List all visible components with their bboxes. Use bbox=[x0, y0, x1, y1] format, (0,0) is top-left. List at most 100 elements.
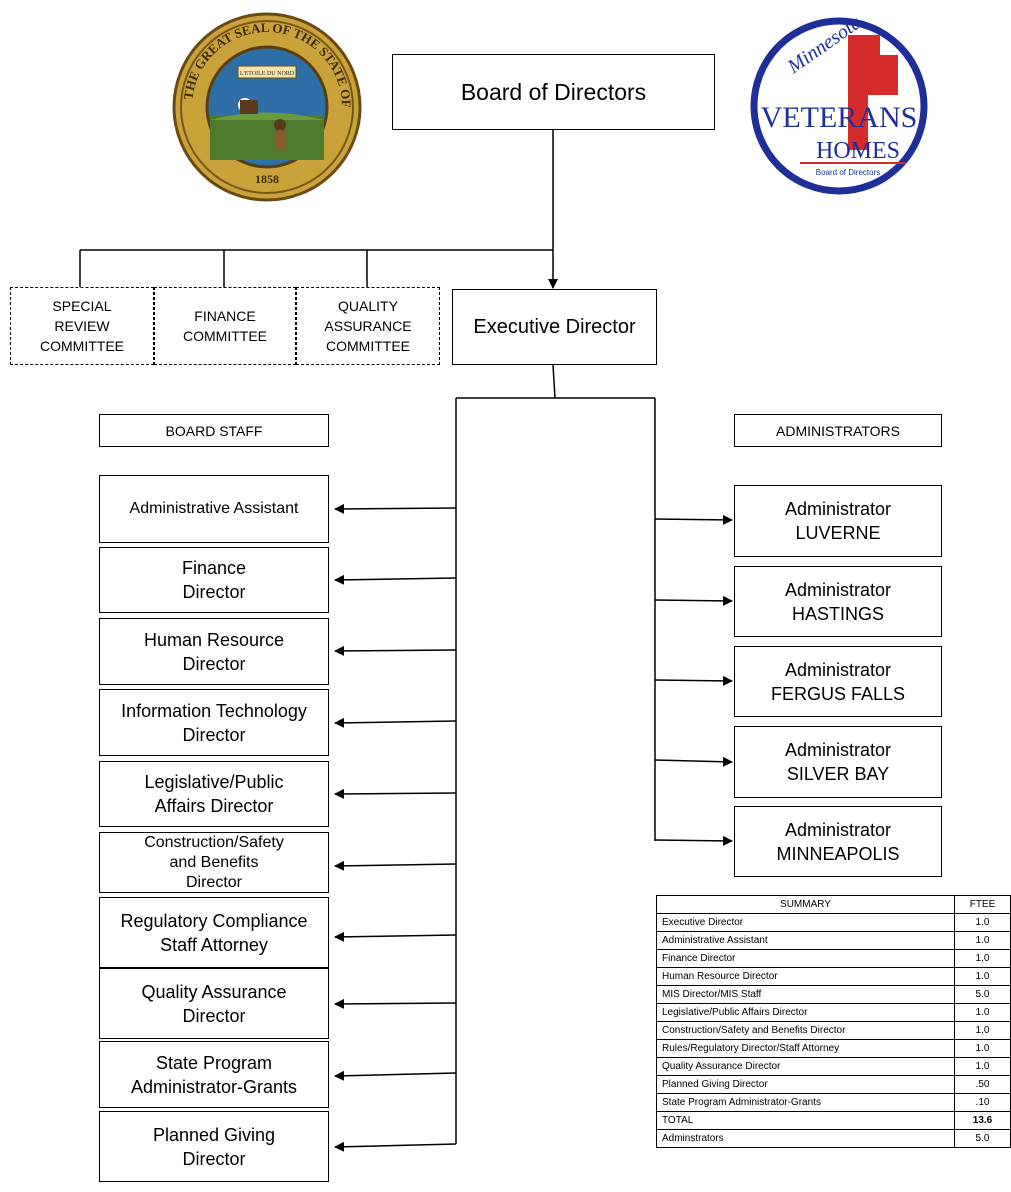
admin-box-luverne: Administrator LUVERNE bbox=[734, 485, 942, 557]
administrators-header-label: ADMINISTRATORS bbox=[776, 422, 900, 439]
committee-quality-assurance: QUALITY ASSURANCE COMMITTEE bbox=[296, 287, 440, 365]
minnesota-state-seal-icon: THE GREAT SEAL OF THE STATE OF MINNESOTA… bbox=[170, 10, 362, 202]
svg-text:Board of Directors: Board of Directors bbox=[816, 168, 880, 177]
admin-label: Administrator bbox=[784, 499, 892, 519]
admin-label: LUVERNE bbox=[795, 523, 881, 543]
table-row: State Program Administrator-Grants.10 bbox=[656, 1093, 1011, 1112]
summary-row-value: 1.0 bbox=[954, 913, 1011, 932]
admin-label: Administrator bbox=[784, 659, 892, 680]
summary-row-name: Finance Director bbox=[656, 949, 955, 968]
admin-label: SILVER BAY bbox=[786, 764, 890, 784]
committee-label: SPECIAL bbox=[52, 298, 112, 314]
summary-header-row: SUMMARY FTEE bbox=[656, 895, 1011, 914]
committee-label: REVIEW bbox=[54, 318, 110, 334]
summary-row-value: 1.0 bbox=[954, 967, 1011, 986]
staff-box-human-resource-director: Human Resource Director bbox=[99, 618, 329, 685]
summary-row-value: 1.0 bbox=[954, 1021, 1011, 1040]
staff-label: and Benefits bbox=[169, 853, 259, 871]
staff-label: Affairs Director bbox=[154, 796, 274, 816]
summary-row-value: 1.0 bbox=[954, 931, 1011, 950]
admin-label: Administrator bbox=[784, 740, 892, 760]
administrators-header: ADMINISTRATORS bbox=[734, 414, 942, 447]
admin-box-minneapolis: Administrator MINNEAPOLIS bbox=[734, 806, 942, 877]
committee-finance: FINANCE COMMITTEE bbox=[154, 287, 296, 365]
staff-label: Director bbox=[182, 724, 246, 745]
summary-row-name: State Program Administrator-Grants bbox=[656, 1093, 955, 1112]
admin-label: FERGUS FALLS bbox=[770, 683, 906, 704]
committee-label: FINANCE bbox=[194, 308, 256, 324]
summary-row-name: Administrative Assistant bbox=[656, 931, 955, 950]
staff-label: Legislative/Public bbox=[144, 772, 284, 792]
svg-text:L'ETOILE DU NORD: L'ETOILE DU NORD bbox=[240, 71, 295, 77]
staff-label: Quality Assurance bbox=[141, 981, 287, 1002]
staff-label: Administrator-Grants bbox=[130, 1076, 298, 1097]
committee-label: COMMITTEE bbox=[40, 338, 124, 354]
staff-label: Director bbox=[182, 653, 246, 674]
summary-row-name: MIS Director/MIS Staff bbox=[656, 985, 955, 1004]
admin-box-fergus-falls: Administrator FERGUS FALLS bbox=[734, 646, 942, 717]
board-of-directors-label: Board of Directors bbox=[460, 78, 647, 105]
summary-total-name: TOTAL bbox=[656, 1111, 955, 1130]
admin-label: HASTINGS bbox=[791, 603, 884, 624]
committee-label: QUALITY bbox=[338, 298, 398, 314]
committee-label: COMMITTEE bbox=[326, 338, 410, 354]
summary-total-value: 13.6 bbox=[954, 1111, 1011, 1130]
summary-header-name: SUMMARY bbox=[656, 895, 955, 914]
staff-label: Director bbox=[182, 582, 246, 602]
svg-text:VETERANS: VETERANS bbox=[761, 101, 918, 134]
summary-row-name: Quality Assurance Director bbox=[656, 1057, 955, 1076]
staff-label: Human Resource bbox=[143, 629, 285, 650]
summary-admin-value: 5.0 bbox=[954, 1129, 1011, 1148]
staff-box-regulatory-compliance: Regulatory Compliance Staff Attorney bbox=[99, 897, 329, 968]
staff-label: Director bbox=[182, 1005, 246, 1026]
executive-director-box: Executive Director bbox=[452, 289, 657, 365]
staff-label: Director bbox=[185, 873, 242, 891]
staff-label: Director bbox=[182, 1148, 246, 1169]
staff-label: State Program bbox=[155, 1052, 273, 1073]
staff-label: Finance bbox=[181, 558, 247, 578]
summary-row-value: 1.0 bbox=[954, 1039, 1011, 1058]
staff-box-information-technology-director: Information Technology Director bbox=[99, 689, 329, 756]
staff-box-administrative-assistant: Administrative Assistant bbox=[99, 475, 329, 543]
veterans-homes-logo-icon: Minnesota VETERANS HOMES Board of Direct… bbox=[750, 15, 928, 195]
committee-label: ASSURANCE bbox=[324, 318, 412, 334]
staff-label: Staff Attorney bbox=[160, 934, 268, 955]
svg-text:HOMES: HOMES bbox=[816, 138, 900, 164]
admin-label: Administrator bbox=[784, 579, 892, 600]
staff-box-planned-giving-director: Planned Giving Director bbox=[99, 1111, 329, 1182]
summary-row-value: 1.0 bbox=[954, 1057, 1011, 1076]
summary-row-value: 5.0 bbox=[954, 985, 1011, 1004]
staff-box-finance-director: Finance Director bbox=[99, 547, 329, 613]
board-of-directors-box: Board of Directors bbox=[392, 54, 715, 130]
summary-row-name: Planned Giving Director bbox=[656, 1075, 955, 1094]
summary-row-name: Construction/Safety and Benefits Directo… bbox=[656, 1021, 955, 1040]
summary-row-name: Rules/Regulatory Director/Staff Attorney bbox=[656, 1039, 955, 1058]
executive-director-label: Executive Director bbox=[473, 315, 636, 338]
staff-box-construction-safety-director: Construction/Safety and Benefits Directo… bbox=[99, 832, 329, 893]
staff-box-legislative-public-affairs-director: Legislative/Public Affairs Director bbox=[99, 761, 329, 827]
admin-box-silver-bay: Administrator SILVER BAY bbox=[734, 726, 942, 798]
committee-label: COMMITTEE bbox=[183, 328, 267, 344]
summary-row-name: Executive Director bbox=[656, 913, 955, 932]
staff-box-state-program-administrator: State Program Administrator-Grants bbox=[99, 1041, 329, 1108]
svg-text:1858: 1858 bbox=[255, 172, 279, 186]
summary-row-value: .10 bbox=[954, 1093, 1011, 1112]
admin-box-hastings: Administrator HASTINGS bbox=[734, 566, 942, 637]
table-row: Planned Giving Director.50 bbox=[656, 1075, 1011, 1094]
table-row: Construction/Safety and Benefits Directo… bbox=[656, 1021, 1011, 1040]
staff-label: Planned Giving bbox=[152, 1124, 276, 1145]
staff-label: Information Technology bbox=[121, 700, 307, 721]
summary-header-value: FTEE bbox=[954, 895, 1011, 914]
summary-row-value: .50 bbox=[954, 1075, 1011, 1094]
summary-row-name: Human Resource Director bbox=[656, 967, 955, 986]
admin-label: MINNEAPOLIS bbox=[776, 843, 900, 864]
staff-label: Administrative Assistant bbox=[129, 500, 299, 517]
